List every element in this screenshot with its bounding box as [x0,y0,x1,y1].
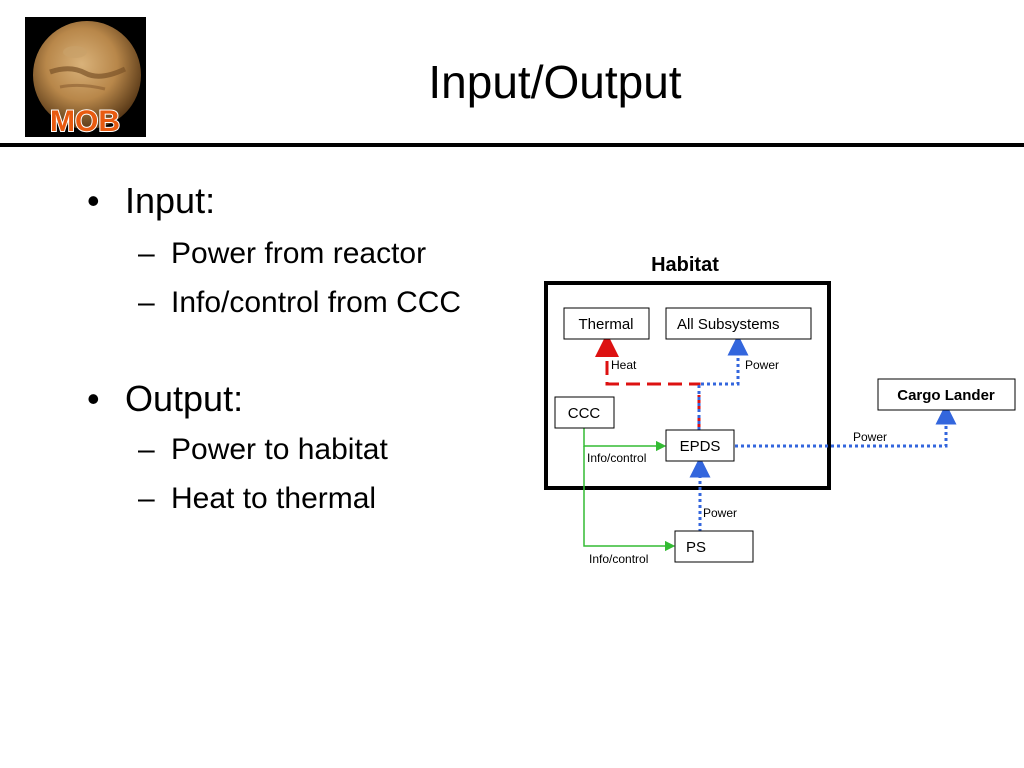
sub-bullet: – Power to habitat [138,430,481,470]
sub-bullet-text: Info/control from CCC [171,286,462,319]
info-epds-edge [583,428,667,452]
node-thermal: Thermal [563,307,650,340]
bullet-dash: – [138,433,155,466]
node-label: CCC [568,405,601,422]
node-label: All Subsystems [677,316,780,333]
sub-bullet-text: Power from reactor [171,237,427,270]
node-label: Cargo Lander [897,387,995,404]
title-divider [0,143,1024,147]
bullet-label: Output: [125,378,244,419]
bullet-dot: • [87,378,100,419]
info-ps-label: Info/control [589,552,648,566]
mars-globe-icon: MOB [33,21,141,137]
bullet-dash: – [138,237,155,270]
bullet-input: • Input: [87,180,216,222]
heat-edge-label: Heat [611,358,637,372]
habitat-label: Habitat [651,254,719,276]
node-all-subsystems: All Subsystems [665,307,812,340]
bullet-dash: – [138,482,155,515]
info-epds-label: Info/control [587,451,646,465]
logo-text: MOB [50,105,120,137]
info-ps-edge [583,446,676,552]
heat-flow-edge [595,333,701,430]
sub-bullet-text: Power to habitat [171,433,388,466]
bullet-output: • Output: [87,378,244,420]
bullet-label: Input: [125,180,216,221]
bullet-dot: • [87,180,100,221]
sub-bullet: – Info/control from CCC [138,283,481,323]
power-cargo-edge [735,403,957,448]
sub-bullet: – Power from reactor [138,234,481,274]
power-cargo-label: Power [853,430,887,444]
power-subsystems-edge [697,334,749,430]
power-ps-label: Power [703,506,737,520]
node-epds: EPDS [665,429,735,462]
page-title: Input/Output [428,56,682,108]
habitat-boundary [544,281,831,490]
node-label: Thermal [578,316,633,333]
power-subsystems-label: Power [745,358,779,372]
bullet-dash: – [138,286,155,319]
sub-bullet: – Heat to thermal [138,479,481,519]
node-ps: PS [674,530,754,563]
node-label: PS [686,539,706,556]
mob-logo: MOB [25,17,146,137]
node-label: EPDS [680,438,721,455]
node-cargo-lander: Cargo Lander [877,378,1016,411]
sub-bullet-text: Heat to thermal [171,482,377,515]
node-ccc: CCC [554,396,615,429]
